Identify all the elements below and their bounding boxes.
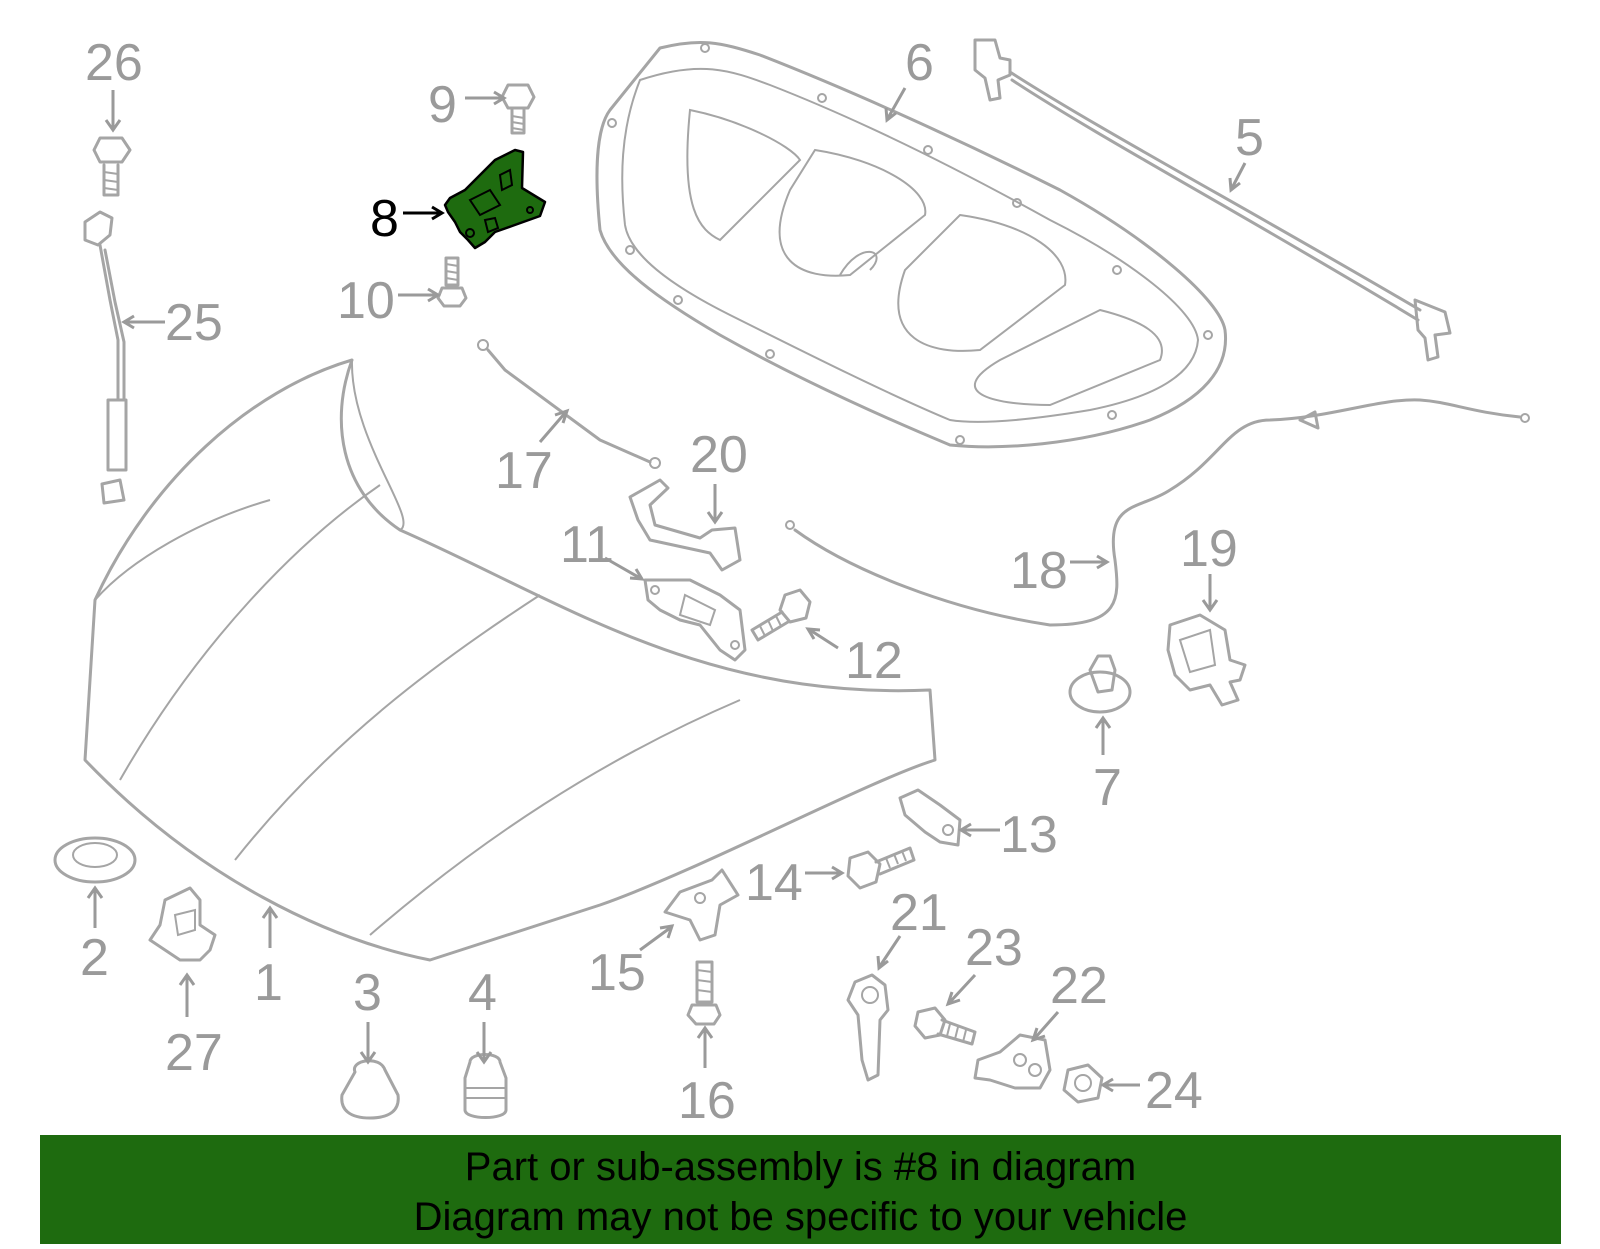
callout-16: 16 — [678, 1072, 736, 1130]
callout-labels: 26 9 8 10 25 6 5 17 20 11 12 18 19 7 13 … — [80, 34, 1264, 1130]
callout-14: 14 — [745, 854, 803, 912]
hood-insulator — [595, 40, 1228, 449]
callout-1: 1 — [254, 954, 283, 1012]
callout-21: 21 — [890, 884, 948, 942]
hinge-11 — [643, 578, 747, 662]
part-13 — [898, 788, 962, 847]
bolt-14 — [846, 846, 916, 890]
callout-2: 2 — [80, 929, 109, 987]
callout-7: 7 — [1093, 759, 1122, 817]
bumper-4 — [463, 1053, 508, 1119]
clip-7 — [1068, 654, 1132, 714]
callout-15: 15 — [588, 944, 646, 1002]
callout-12: 12 — [845, 632, 903, 690]
part-27 — [148, 886, 217, 962]
bracket-20 — [628, 478, 742, 572]
bumper-3 — [340, 1059, 400, 1120]
callout-18: 18 — [1010, 542, 1068, 600]
bolt-23 — [913, 1006, 977, 1046]
callout-10: 10 — [337, 272, 395, 330]
part-15 — [663, 868, 740, 942]
callout-19: 19 — [1180, 520, 1238, 578]
callout-9: 9 — [428, 76, 457, 134]
leader-arrows — [86, 87, 1247, 1093]
banner-line-1: Part or sub-assembly is #8 in diagram — [464, 1145, 1137, 1189]
hood-weatherstrip — [973, 38, 1452, 362]
callout-17: 17 — [495, 442, 553, 500]
latch-19 — [1166, 613, 1247, 707]
part-8-highlighted — [443, 148, 547, 250]
hood-panel — [83, 358, 937, 962]
bolt-10 — [436, 256, 468, 308]
release-cable-18 — [785, 398, 1530, 627]
callout-27: 27 — [165, 1024, 223, 1082]
callout-20: 20 — [690, 426, 748, 484]
grommet-2 — [53, 836, 137, 884]
callout-23: 23 — [965, 919, 1023, 977]
callout-13: 13 — [1000, 806, 1058, 864]
callout-6: 6 — [905, 34, 934, 92]
callout-26: 26 — [85, 34, 143, 92]
callout-24: 24 — [1145, 1062, 1203, 1120]
diagram-svg: 26 9 8 10 25 6 5 17 20 11 12 18 19 7 13 … — [53, 34, 1530, 1130]
bolt-16 — [686, 960, 722, 1026]
callout-5: 5 — [1235, 109, 1264, 167]
nut-24 — [1062, 1063, 1104, 1104]
callout-22: 22 — [1050, 957, 1108, 1015]
part-22 — [973, 1033, 1052, 1090]
bolt-12 — [750, 588, 812, 642]
callout-8: 8 — [370, 190, 399, 248]
banner-line-2: Diagram may not be specific to your vehi… — [413, 1195, 1188, 1239]
callout-11: 11 — [560, 516, 614, 574]
callout-25: 25 — [165, 294, 223, 352]
bolt-26 — [92, 136, 132, 197]
hood-stay-25 — [83, 210, 128, 505]
callout-3: 3 — [353, 964, 382, 1022]
callout-4: 4 — [468, 964, 497, 1022]
part-21 — [846, 973, 890, 1082]
rod-17 — [477, 339, 661, 469]
info-banner: Part or sub-assembly is #8 in diagram Di… — [40, 1135, 1561, 1244]
bolt-9 — [500, 83, 536, 135]
